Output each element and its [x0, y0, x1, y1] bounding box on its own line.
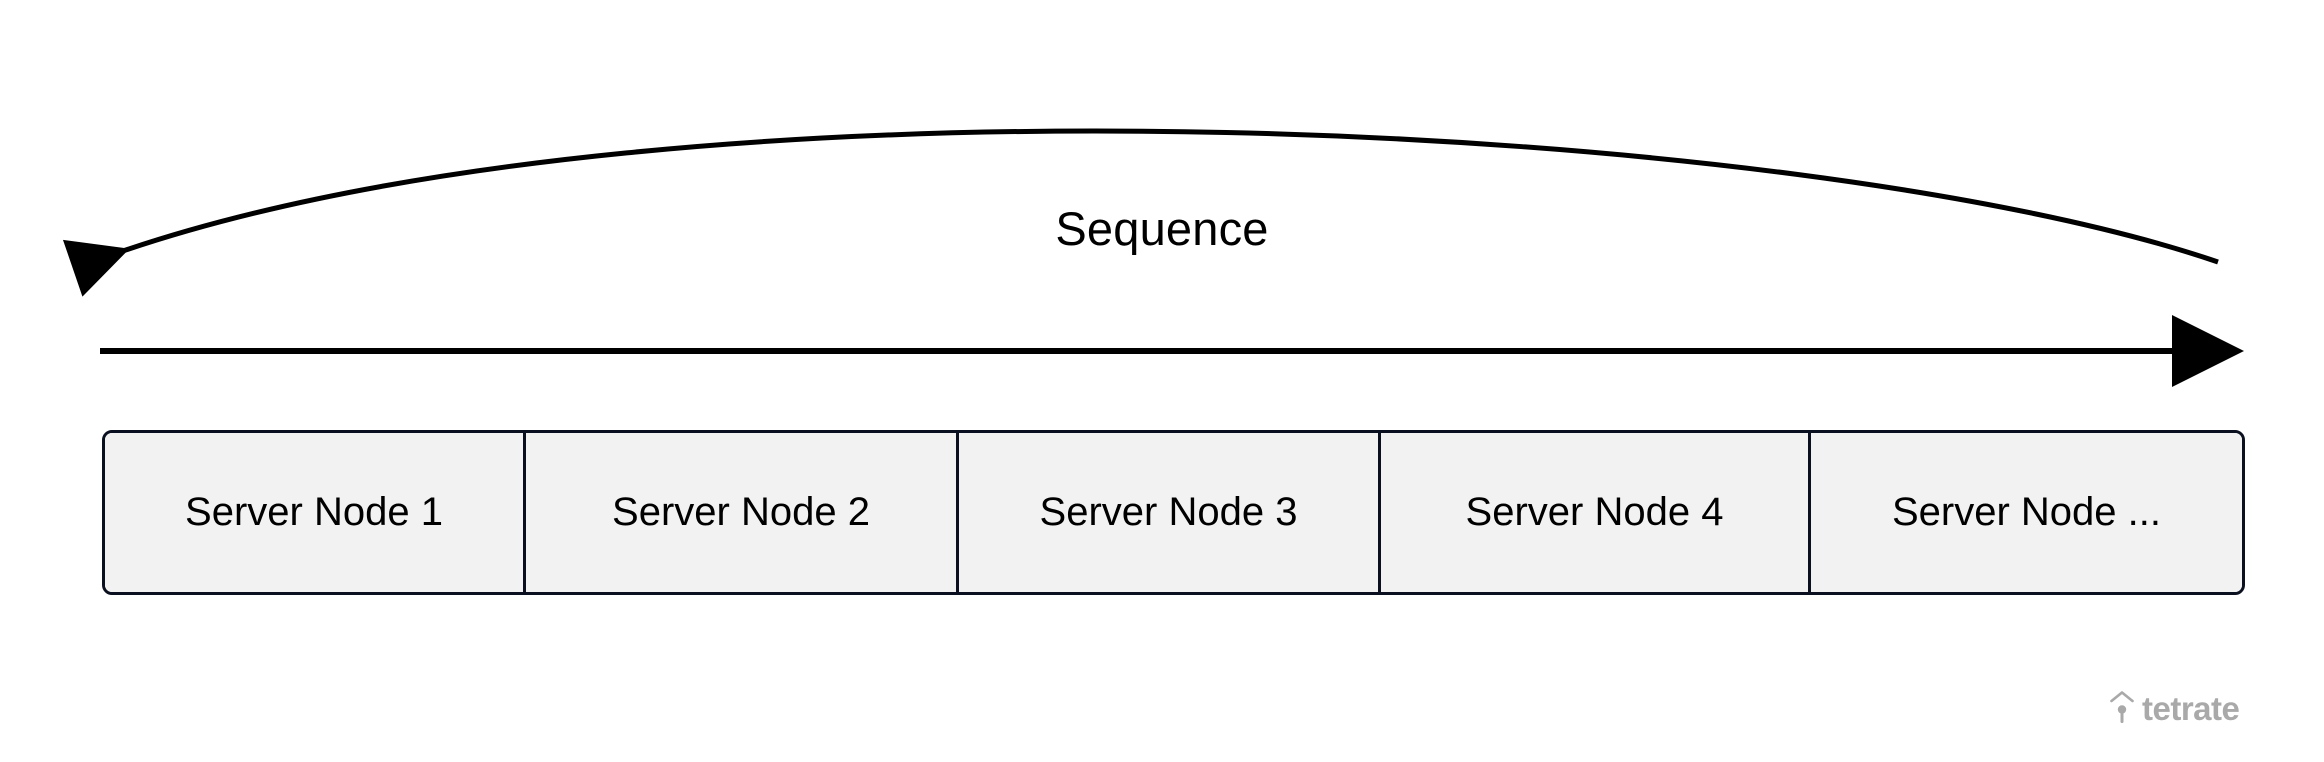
server-node-label-5: Server Node ... — [1891, 490, 2161, 534]
sequence-label: Sequence — [1055, 202, 1269, 255]
brand-name: tetrate — [2142, 689, 2240, 727]
server-node-label-4: Server Node 4 — [1465, 490, 1724, 534]
server-node-label-1: Server Node 1 — [185, 490, 443, 534]
tetrate-pin-icon — [2110, 691, 2134, 723]
server-node-cell-2[interactable]: Server Node 2 — [526, 433, 959, 592]
server-node-label-3: Server Node 3 — [1039, 490, 1298, 534]
server-node-cell-3[interactable]: Server Node 3 — [959, 433, 1381, 592]
server-node-cell-1[interactable]: Server Node 1 — [105, 433, 526, 592]
server-node-label-2: Server Node 2 — [612, 490, 870, 534]
server-node-cell-5[interactable]: Server Node ... — [1811, 433, 2242, 592]
brand-watermark: tetrate — [2109, 686, 2240, 730]
server-node-strip: Server Node 1 Server Node 2 Server Node … — [102, 430, 2245, 595]
server-node-cell-4[interactable]: Server Node 4 — [1381, 433, 1811, 592]
